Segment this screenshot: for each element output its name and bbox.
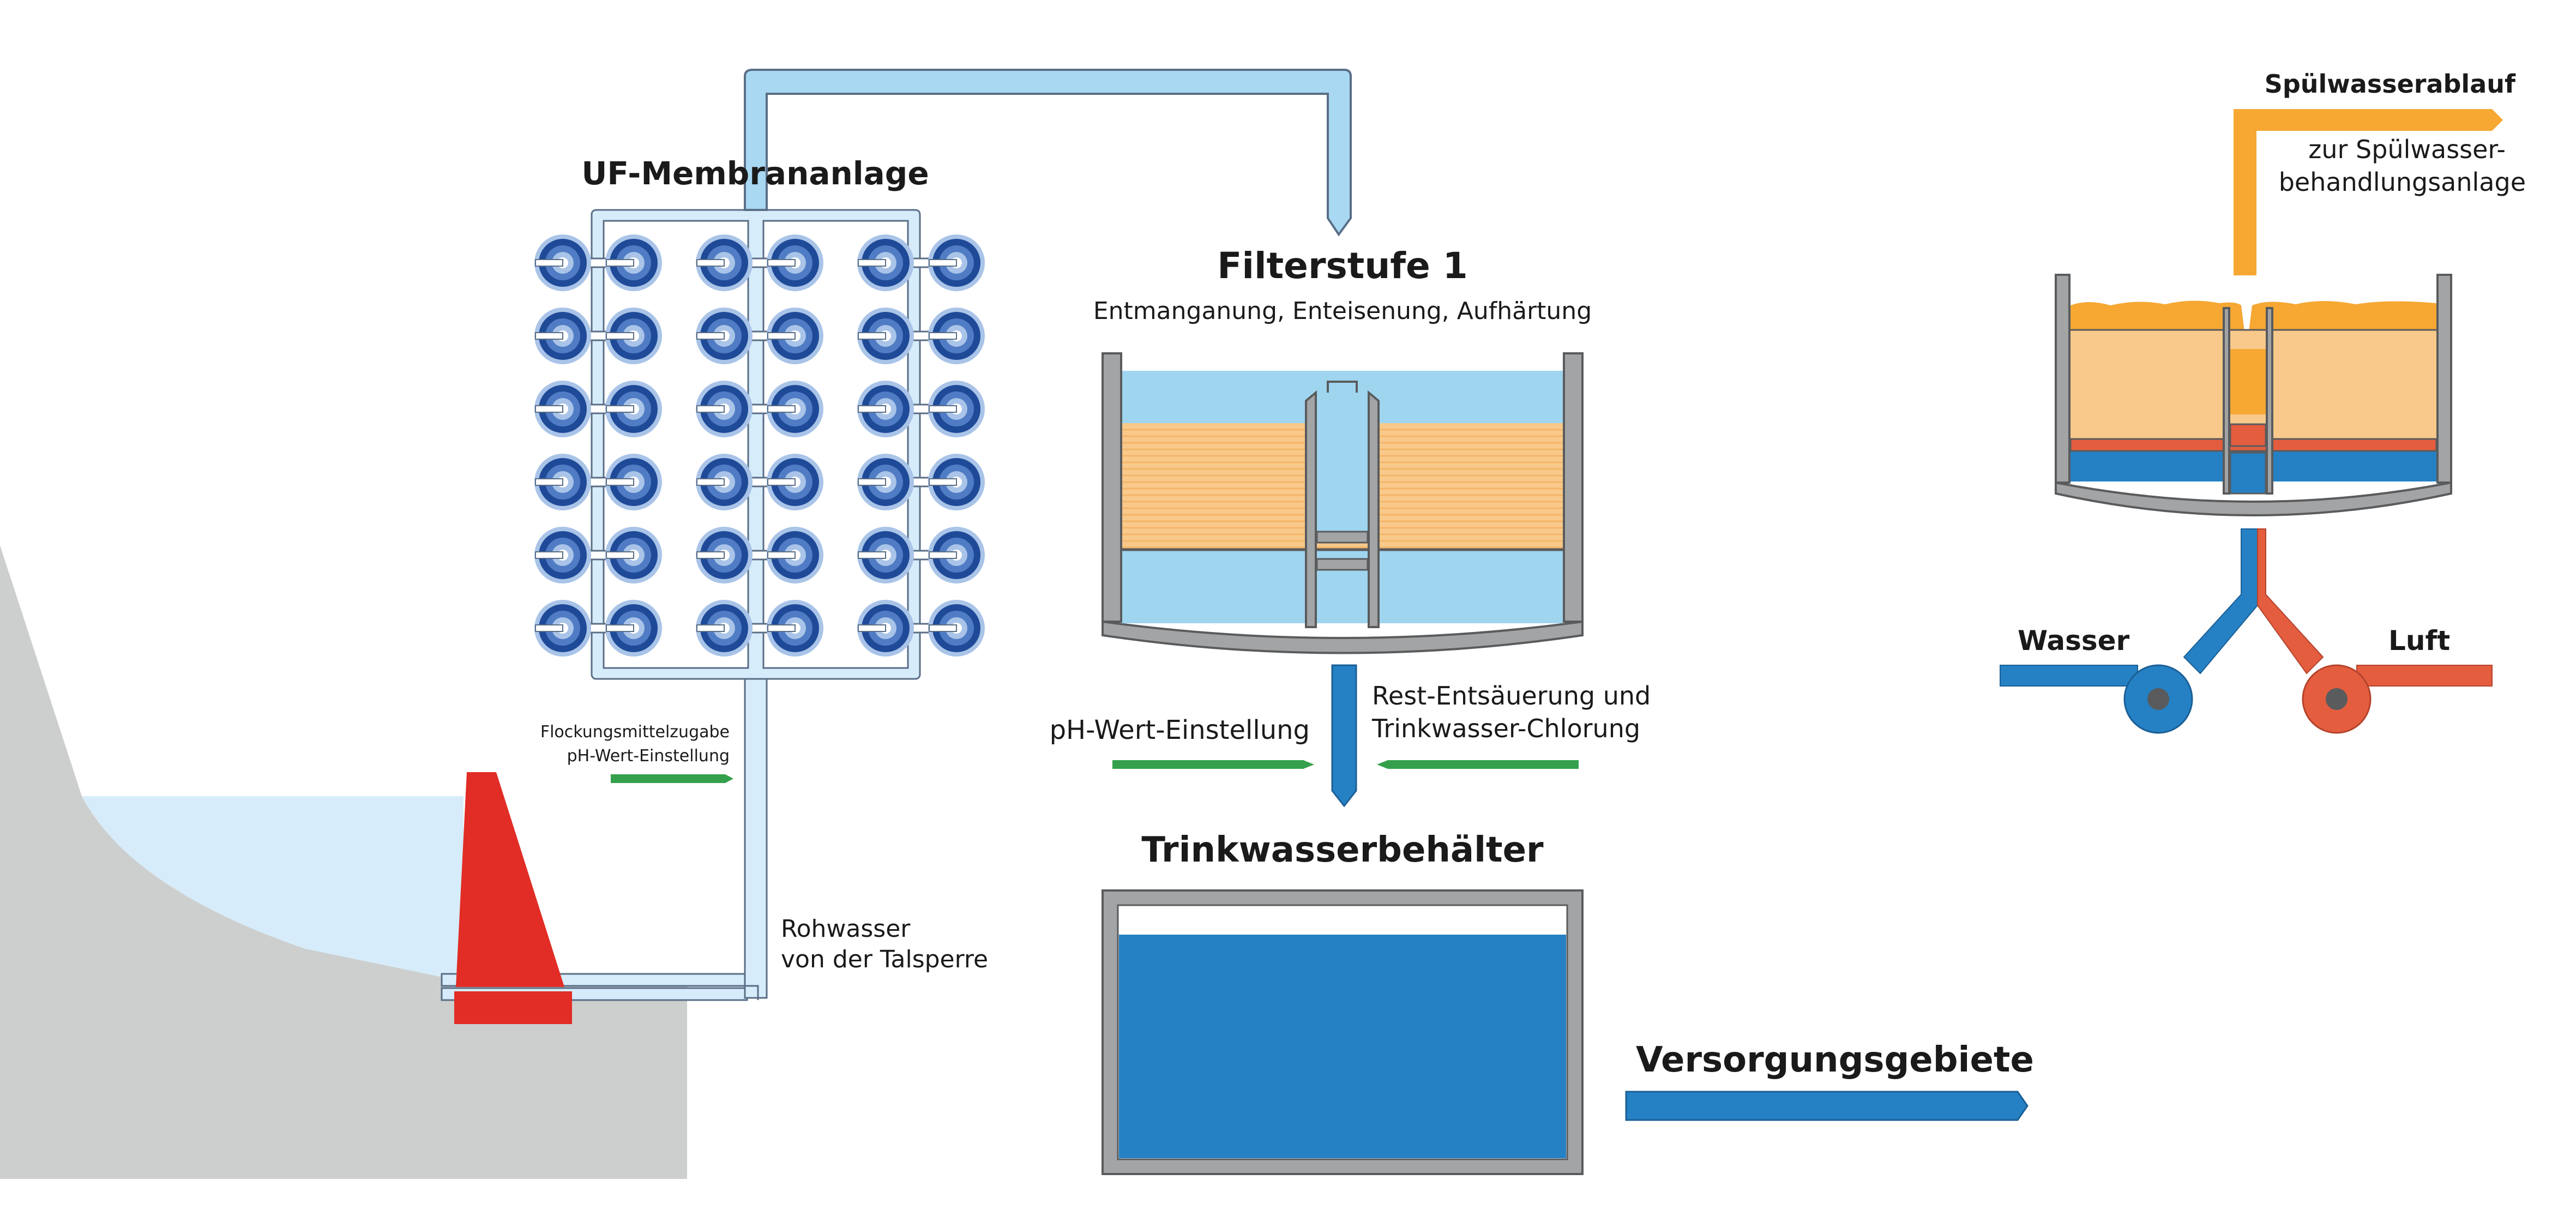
raw-water-riser: [744, 664, 768, 999]
membrane-module: [767, 234, 823, 291]
membrane-module: [605, 308, 662, 364]
membrane-module: [767, 381, 823, 437]
membrane-module: [767, 600, 823, 657]
label-uf-membrane: UF-Membrananlage: [581, 155, 929, 192]
dam: [456, 772, 564, 987]
label-rest-2: Trinkwasser-Chlorung: [1371, 714, 1640, 743]
y-pipe-water: [2183, 528, 2258, 675]
filter-vessel: [1102, 352, 1584, 654]
membrane-module: [928, 600, 985, 657]
label-backwash-2: behandlungsanlage: [2279, 167, 2526, 197]
label-water: Wasser: [2018, 625, 2130, 657]
air-inlet-pipe: [2356, 665, 2493, 687]
membrane-module: [534, 600, 591, 657]
membrane-module: [767, 527, 823, 583]
membrane-module: [534, 454, 591, 510]
label-filter-title: Filterstufe 1: [1217, 245, 1467, 287]
membrane-module: [605, 600, 662, 657]
membrane-module: [857, 600, 914, 657]
membrane-module: [696, 381, 753, 437]
membrane-module: [857, 308, 914, 364]
membrane-module: [605, 381, 662, 437]
membrane-module: [928, 527, 985, 583]
supply-arrow: [1625, 1091, 2029, 1121]
membrane-module: [928, 234, 985, 291]
label-supply: Versorgungsgebiete: [1636, 1040, 2034, 1080]
filtrate-pipe: [744, 69, 1352, 237]
label-rest-1: Rest-Entsäuerung und: [1372, 681, 1651, 711]
membrane-module: [857, 454, 914, 510]
membrane-module: [857, 381, 914, 437]
label-flocking-1: Flockungsmittelzugabe: [540, 723, 730, 742]
tank-water: [1119, 935, 1566, 1158]
membrane-module: [605, 454, 662, 510]
membrane-module: [605, 234, 662, 291]
water-inlet-pipe: [2000, 665, 2138, 687]
membrane-module: [696, 527, 753, 583]
membrane-module: [696, 600, 753, 657]
membrane-module: [857, 527, 914, 583]
membrane-frame-inner-left: [603, 220, 749, 669]
chlorination-dosing-arrow: [1377, 760, 1579, 769]
membrane-module: [767, 308, 823, 364]
filter-central-channel: [1305, 390, 1317, 628]
backwash-filter: [2055, 274, 2452, 516]
membrane-module: [534, 234, 591, 291]
label-air: Luft: [2388, 625, 2450, 657]
label-backwash-1: zur Spülwasser-: [2308, 135, 2506, 164]
backwash-outflow-pipe: [2234, 109, 2503, 275]
label-filter-subtitle: Entmanganung, Enteisenung, Aufhärtung: [1093, 297, 1592, 325]
membrane-module: [534, 381, 591, 437]
ph-dosing-arrow: [1112, 760, 1314, 769]
membrane-module: [605, 527, 662, 583]
membrane-frame-inner-right: [762, 220, 909, 669]
reservoir-water: [82, 796, 464, 982]
membrane-module: [928, 308, 985, 364]
dam-base: [454, 991, 572, 1024]
label-backwash-outflow: Spülwasserablauf: [2265, 69, 2516, 99]
flocking-dosing-arrow: [611, 774, 733, 783]
membrane-module: [534, 308, 591, 364]
label-ph-adjust: pH-Wert-Einstellung: [1050, 715, 1310, 745]
filter-outlet-arrow: [1331, 664, 1357, 808]
label-raw-water-1: Rohwasser: [781, 915, 911, 943]
membrane-module: [928, 381, 985, 437]
membrane-modules: [534, 234, 985, 657]
membrane-module: [767, 454, 823, 510]
membrane-module: [696, 454, 753, 510]
membrane-module: [696, 308, 753, 364]
membrane-module: [857, 234, 914, 291]
membrane-module: [928, 454, 985, 510]
backwash-foam: [2071, 300, 2436, 349]
membrane-module: [534, 527, 591, 583]
y-pipe-air: [2257, 528, 2324, 675]
label-tank-title: Trinkwasserbehälter: [1141, 830, 1544, 870]
label-flocking-2: pH-Wert-Einstellung: [567, 747, 730, 766]
label-raw-water-2: von der Talsperre: [781, 946, 988, 973]
membrane-module: [696, 234, 753, 291]
